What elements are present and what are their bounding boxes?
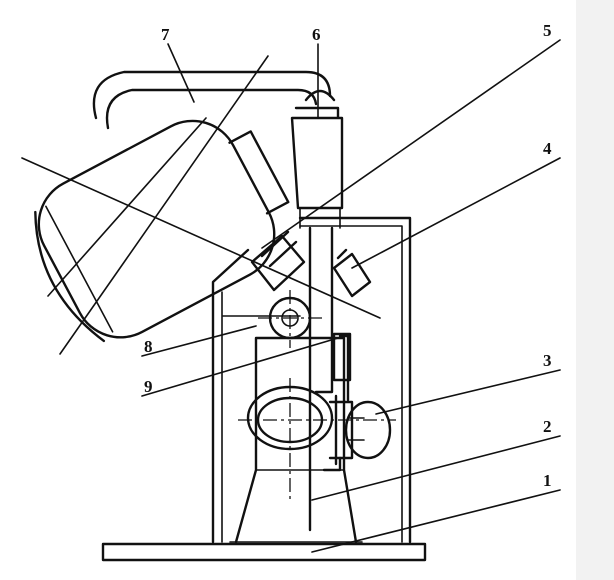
exhaust-duct bbox=[92, 70, 332, 130]
leader-3 bbox=[375, 369, 561, 415]
label-1: 1 bbox=[543, 471, 552, 490]
label-5: 5 bbox=[543, 21, 552, 40]
leader-2 bbox=[311, 435, 561, 501]
label-4: 4 bbox=[543, 139, 552, 158]
drive-belt bbox=[322, 334, 350, 472]
stack-lower bbox=[299, 207, 341, 229]
drum-section-line-2 bbox=[47, 117, 207, 297]
inner-frame bbox=[221, 225, 403, 543]
page-edge bbox=[576, 0, 614, 580]
gearbox bbox=[332, 332, 352, 382]
outer-frame bbox=[211, 216, 412, 544]
label-3: 3 bbox=[543, 351, 552, 370]
label-9: 9 bbox=[144, 377, 153, 396]
motor bbox=[344, 400, 392, 460]
drum-section-line-1 bbox=[59, 55, 269, 355]
label-7: 7 bbox=[161, 25, 170, 44]
pedestal-column bbox=[234, 336, 358, 544]
small-pulley-axis bbox=[258, 290, 326, 348]
label-2: 2 bbox=[543, 417, 552, 436]
leader-8 bbox=[141, 325, 257, 357]
label-8: 8 bbox=[144, 337, 153, 356]
worm-gear-housing bbox=[332, 248, 372, 298]
label-6: 6 bbox=[312, 25, 321, 44]
leader-7 bbox=[167, 43, 195, 103]
leader-1 bbox=[311, 489, 561, 553]
leader-4 bbox=[351, 157, 561, 269]
leader-9 bbox=[141, 337, 339, 397]
motor-mount bbox=[328, 394, 354, 466]
exhaust-stack bbox=[290, 89, 344, 210]
center-tube bbox=[308, 226, 334, 532]
leader-5 bbox=[261, 39, 561, 249]
base-plate bbox=[101, 542, 427, 562]
motor-shaft bbox=[347, 417, 365, 441]
pedestal-foot bbox=[229, 469, 363, 543]
large-pulley-axis bbox=[238, 378, 396, 502]
drum-axis-line bbox=[21, 157, 381, 319]
